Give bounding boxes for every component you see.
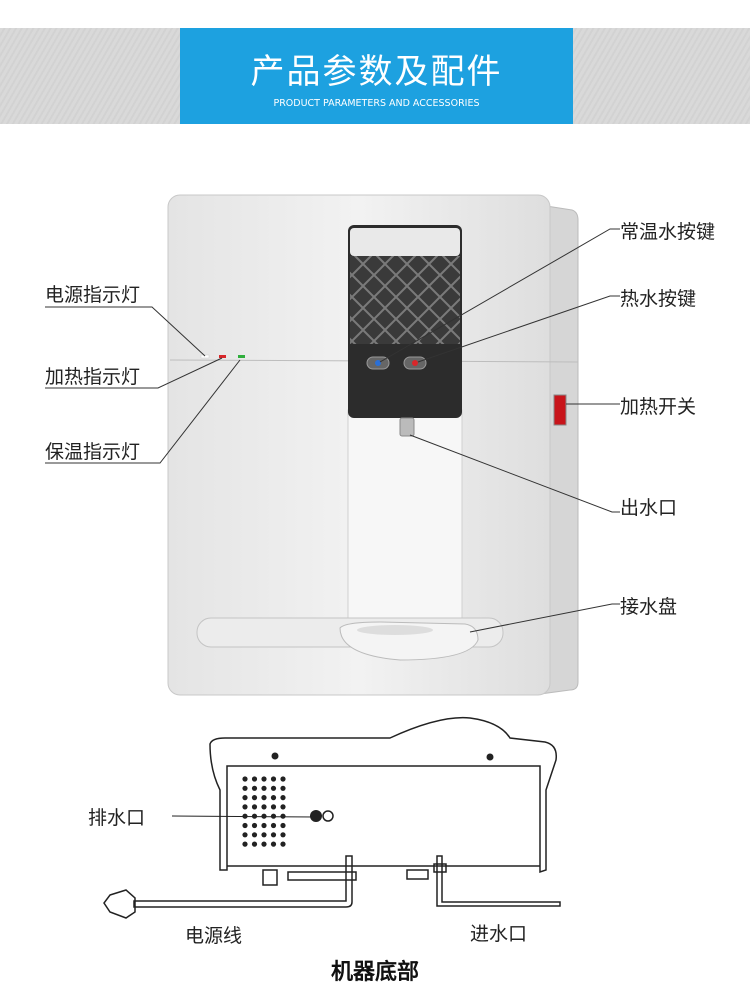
- water-spout: [399, 417, 415, 437]
- vent-hole: [251, 785, 258, 791]
- vent-hole: [270, 813, 277, 819]
- heating-indicator: [219, 355, 226, 358]
- label-water-outlet: 出水口: [620, 497, 678, 519]
- vent-hole: [251, 776, 258, 782]
- vent-hole: [261, 785, 267, 791]
- vent-hole: [270, 822, 277, 829]
- header-title-box: [180, 28, 573, 124]
- vent-hole: [242, 804, 248, 810]
- page-subtitle: PRODUCT PARAMETERS AND ACCESSORIES: [273, 98, 480, 109]
- vent-hole: [280, 785, 286, 791]
- vent-hole: [280, 822, 286, 829]
- vent-hole: [261, 776, 267, 782]
- vent-hole: [251, 795, 258, 801]
- bottom-view-caption: 机器底部: [330, 960, 419, 985]
- vent-hole: [261, 822, 267, 829]
- label-hot-water-button: 热水按键: [620, 288, 697, 310]
- vent-hole: [270, 776, 277, 782]
- vent-hole: [242, 841, 248, 847]
- vent-hole: [280, 804, 286, 810]
- label-drip-tray: 接水盘: [620, 596, 678, 618]
- vent-hole: [242, 776, 248, 782]
- vent-hole: [270, 785, 277, 791]
- power-indicator: [200, 354, 210, 359]
- vent-hole: [261, 795, 267, 801]
- vent-hole: [242, 822, 248, 829]
- vent-hole: [261, 841, 267, 847]
- power-plug-icon: [103, 889, 136, 919]
- vent-hole: [280, 832, 286, 838]
- vent-hole: [270, 841, 277, 847]
- heating-switch: [553, 394, 567, 426]
- vent-hole: [251, 841, 258, 847]
- vent-hole: [270, 804, 277, 810]
- vent-hole: [251, 822, 258, 829]
- warm-indicator: [238, 355, 245, 358]
- vent-hole: [242, 795, 248, 801]
- vent-hole: [251, 832, 258, 838]
- vent-hole: [280, 841, 286, 847]
- label-warm-light: 保温指示灯: [45, 441, 141, 463]
- label-power-light: 电源指示灯: [45, 284, 141, 306]
- label-heating-switch: 加热开关: [620, 396, 697, 418]
- vent-hole: [270, 795, 277, 801]
- label-water-inlet: 进水口: [470, 923, 528, 945]
- label-power-cord: 电源线: [185, 925, 243, 947]
- vent-hole: [261, 804, 267, 810]
- vent-hole: [280, 795, 286, 801]
- label-drain: 排水口: [88, 807, 146, 829]
- vent-hole: [242, 832, 248, 838]
- vent-hole: [261, 832, 267, 838]
- label-normal-water-button: 常温水按键: [620, 221, 716, 243]
- bottom-view-drawing: [103, 716, 561, 919]
- label-heating-light: 加热指示灯: [45, 366, 141, 388]
- vent-hole: [280, 813, 286, 819]
- vent-hole: [270, 832, 277, 838]
- page-title: 产品参数及配件: [250, 52, 503, 92]
- vent-hole: [280, 776, 286, 782]
- vent-holes: [271, 752, 494, 822]
- vent-hole: [251, 804, 258, 810]
- vent-hole: [242, 785, 248, 791]
